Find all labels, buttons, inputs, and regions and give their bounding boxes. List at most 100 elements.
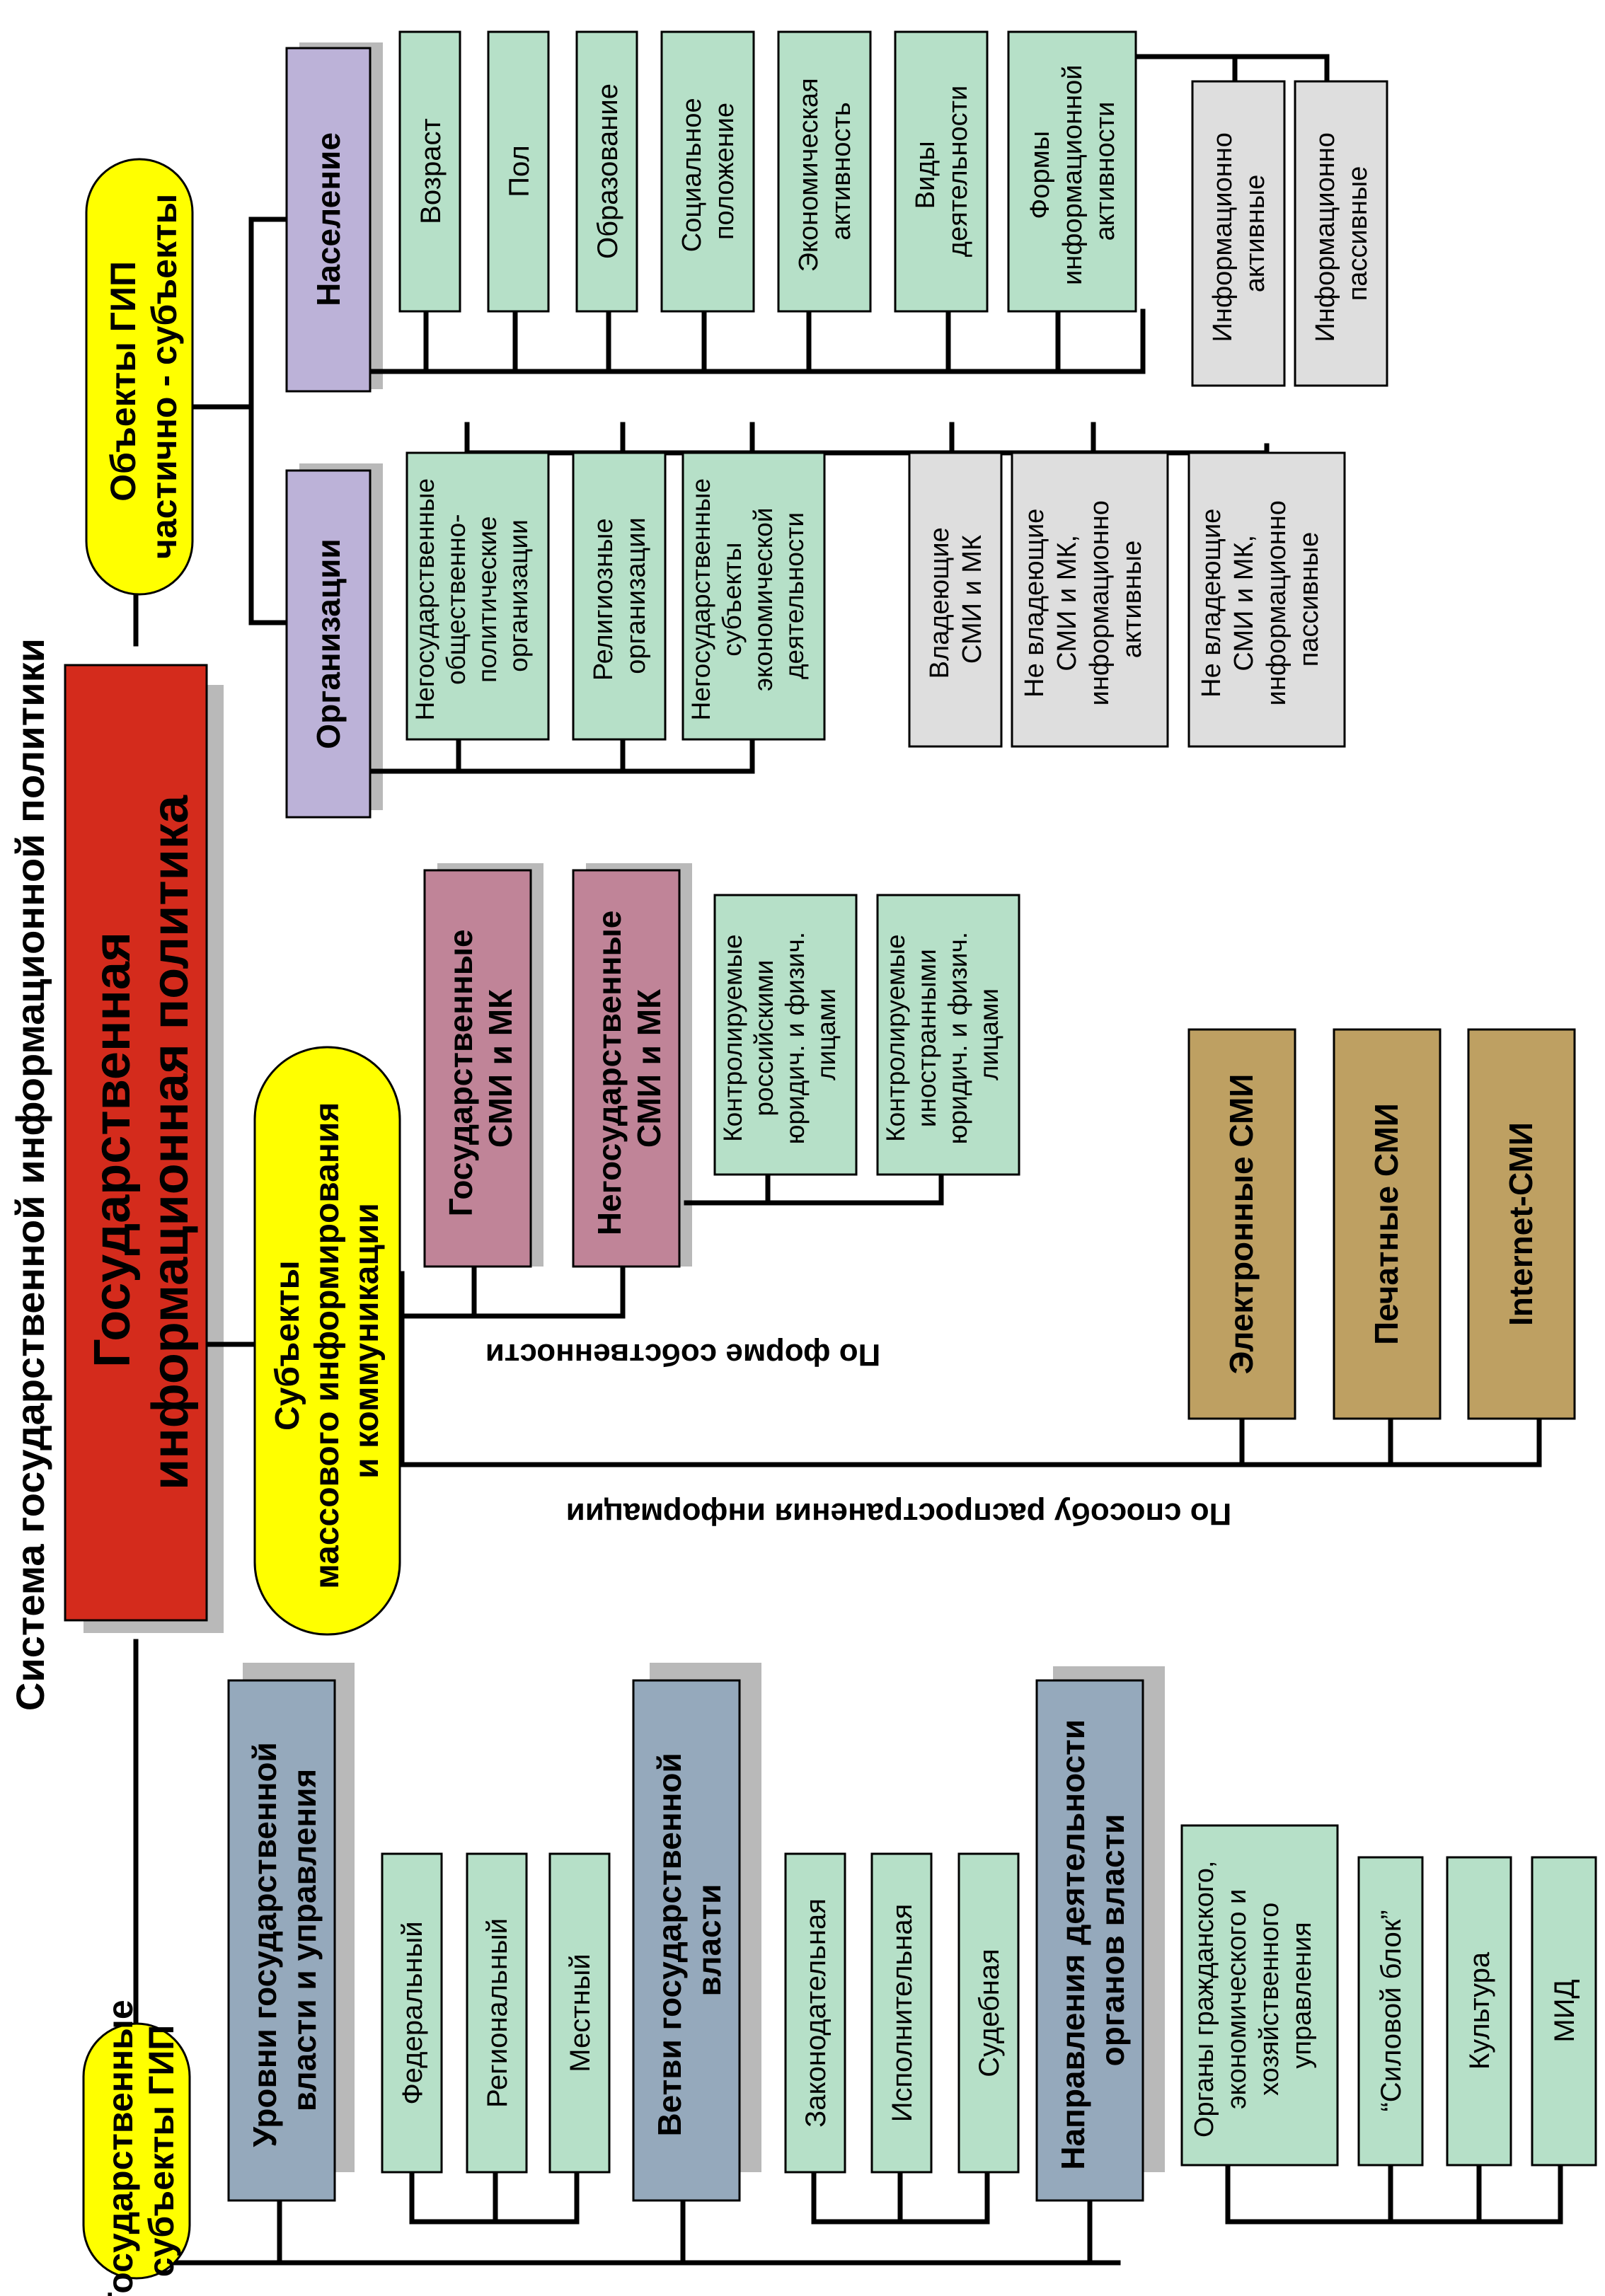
org-not-owning-active-line2: СМИ и МК, — [1052, 535, 1082, 671]
media-type-internet-label: Internet-СМИ — [1502, 1122, 1539, 1326]
org-not-owning-active-line1: Не владеющие — [1020, 509, 1049, 698]
levels-item-local-label: Местный — [565, 1954, 596, 2072]
levels-item-local: Местный — [548, 1852, 611, 2174]
org-not-owning-passive-line3: информационно — [1262, 500, 1292, 705]
pop-forms-line1: Формы — [1025, 131, 1055, 219]
pop-economic-line1: Экономическая — [794, 78, 824, 272]
org-public-political-line2: общественно- — [442, 514, 471, 684]
objects-line1: Объекты ГИП — [103, 261, 143, 502]
media-type-print: Печатные СМИ — [1333, 1028, 1442, 1420]
controlled-russian-line3: юридич. и физич. — [781, 932, 810, 1144]
pop-activity-line1: Виды — [911, 141, 940, 209]
branches-box: Ветви государственной власти — [632, 1679, 741, 2202]
svg-text:Информационно пассивные: Информационно пассивные — [1311, 125, 1373, 342]
pop-forms: Формы информационной активности — [1007, 30, 1137, 313]
pop-age: Возраст — [398, 30, 461, 313]
center-title-line2: информационная политика — [142, 795, 199, 1490]
nonstate-media-line2: СМИ и МК — [631, 988, 667, 1148]
controlled-russian-line1: Контролируемые — [718, 934, 747, 1142]
branches-item-legislative-label: Законодательная — [800, 1898, 832, 2128]
pop-forms-line3: активности — [1091, 102, 1120, 241]
pop-activity-line2: деятельности — [943, 86, 973, 257]
center-title-line1: Государственная — [84, 932, 141, 1368]
svg-text:Объекты ГИП частично - с: Объекты ГИП частично - субъекты — [103, 194, 184, 559]
state-media-box: Государственные СМИ и МК — [423, 869, 532, 1268]
controlled-foreign-line2: иностранными — [912, 949, 941, 1127]
org-public-political-line1: Негосударственные — [410, 478, 439, 720]
org-not-owning-passive-line4: пассивные — [1294, 532, 1324, 667]
media-type-electronic: Электронные СМИ — [1187, 1028, 1296, 1420]
svg-text:Государственная информац: Государственная информационная политика — [84, 795, 199, 1490]
organizations-title: Организации — [310, 538, 347, 749]
directions-item-culture: Культура — [1446, 1856, 1512, 2167]
directions-item-mfa: МИД — [1531, 1856, 1597, 2167]
svg-text:Информационно активные: Информационно активные — [1208, 125, 1270, 342]
pop-sex: Пол — [487, 30, 550, 313]
pop-info-active: Информационно активные — [1191, 80, 1286, 387]
svg-text:Государственные субъекты: Государственные субъекты ГИП — [100, 1990, 181, 2296]
svg-text:Религиозные организации: Религиозные организации — [589, 511, 651, 681]
svg-text:Негосударственные СМИ и: Негосударственные СМИ и МК — [591, 901, 667, 1235]
pop-activity: Виды деятельности — [894, 30, 989, 313]
pop-age-label: Возраст — [415, 118, 447, 224]
svg-text:Виды деятельности: Виды деятельности — [911, 86, 973, 257]
directions-item-culture-label: Культура — [1464, 1951, 1495, 2070]
levels-box: Уровни государственной власти и управлен… — [227, 1679, 336, 2202]
org-economic-line1: Негосударственные — [686, 478, 715, 720]
svg-text:Направления деятельности: Направления деятельности органов власти — [1054, 1710, 1131, 2170]
org-public-political: Негосударственные общественно- политичес… — [405, 451, 550, 741]
controlled-foreign-line4: лицами — [974, 988, 1003, 1080]
civil-organs-line3: хозяйственного — [1255, 1903, 1284, 2096]
svg-text:Ветви государственной вл: Ветви государственной власти — [651, 1743, 727, 2136]
state-media-line2: СМИ и МК — [482, 988, 519, 1148]
branches-item-executive-label: Исполнительная — [887, 1904, 918, 2123]
svg-text:Государственные СМИ и МК: Государственные СМИ и МК — [442, 921, 519, 1217]
svg-text:Негосударственные общест: Негосударственные общественно- политичес… — [410, 471, 533, 721]
pop-forms-line2: информационной — [1058, 65, 1088, 285]
org-not-owning-passive-line1: Не владеющие — [1197, 509, 1226, 698]
category-objects: Объекты ГИП частично - субъекты — [85, 158, 194, 596]
objects-line2: частично - субъекты — [144, 194, 184, 559]
media-type-electronic-label: Электронные СМИ — [1223, 1074, 1260, 1375]
branches-item-legislative: Законодательная — [784, 1852, 846, 2174]
org-public-political-line3: политические — [473, 516, 502, 682]
org-economic-line2: субъекты — [718, 543, 747, 657]
pop-info-passive-line1: Информационно — [1311, 132, 1340, 342]
levels-item-federal: Федеральный — [381, 1852, 443, 2174]
pop-social: Социальное положение — [660, 30, 755, 313]
directions-item-security: “Силовой блок” — [1357, 1856, 1424, 2167]
directions-title-line1: Направления деятельности — [1054, 1719, 1091, 2170]
media-type-print-label: Печатные СМИ — [1368, 1103, 1405, 1345]
org-owning-line2: СМИ и МК — [957, 535, 987, 664]
org-owning-line1: Владеющие — [925, 527, 955, 679]
media-type-internet: Internet-СМИ — [1467, 1028, 1576, 1420]
category-mass-media: Субъекты массового информирования и комм… — [253, 1046, 401, 1636]
org-not-owning-active-line4: активные — [1117, 541, 1147, 658]
svg-text:Уровни государственной в: Уровни государственной власти и управлен… — [246, 1733, 323, 2147]
state-media-line1: Государственные — [442, 929, 479, 1216]
svg-text:Не владеющие СМИ и МК,: Не владеющие СМИ и МК, информационно акт… — [1020, 493, 1147, 706]
org-economic-line3: экономической — [749, 507, 778, 691]
levels-title-line2: власти и управления — [286, 1769, 323, 2112]
svg-text:Субъекты массового инфор: Субъекты массового информирования и комм… — [269, 1092, 386, 1588]
org-owning: Владеющие СМИ и МК — [908, 451, 1003, 748]
mass-media-line1: Субъекты — [269, 1260, 306, 1431]
civil-organs-line1: Органы гражданского, — [1190, 1861, 1219, 2138]
pop-social-line1: Социальное — [677, 98, 707, 252]
svg-text:Формы информационной: Формы информационной активности — [1025, 57, 1120, 285]
branches-item-executive: Исполнительная — [870, 1852, 933, 2174]
org-not-owning-active-line3: информационно — [1085, 500, 1115, 705]
pop-sex-label: Пол — [504, 145, 535, 197]
levels-title-line1: Уровни государственной — [246, 1742, 283, 2147]
controlled-foreign-line1: Контролируемые — [881, 934, 910, 1142]
pop-social-line2: положение — [710, 103, 740, 240]
branches-title-line1: Ветви государственной — [651, 1753, 688, 2136]
civil-organs-line2: экономического и — [1222, 1889, 1252, 2109]
controlled-foreign-box: Контролируемые иностранными юридич. и фи… — [876, 894, 1020, 1176]
branches-title-line2: власти — [691, 1884, 727, 1997]
population-box: Население — [285, 47, 372, 393]
org-economic: Негосударственные субъекты экономической… — [681, 451, 826, 741]
nonstate-media-line1: Негосударственные — [591, 911, 628, 1236]
pop-info-passive-line2: пассивные — [1343, 166, 1373, 301]
